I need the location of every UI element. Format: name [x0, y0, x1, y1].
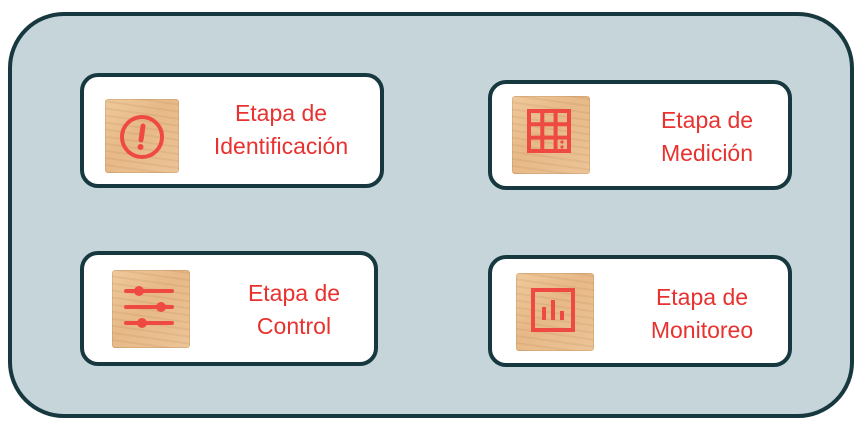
stage-label-line1: Etapa de [247, 280, 341, 306]
alert-circle-icon [120, 115, 164, 159]
stage-label-line2: Control [256, 313, 332, 339]
stage-label-line2: Medición [660, 140, 754, 166]
stage-card-control[interactable]: Etapa de Control [80, 251, 378, 366]
stage-card-identificacion[interactable]: Etapa de Identificación [80, 73, 384, 188]
stage-label-line1: Etapa de [660, 107, 754, 133]
stage-label-line2: Identificación [213, 133, 349, 159]
stage-label-line1: Etapa de [234, 100, 328, 126]
stage-label-line1: Etapa de [655, 284, 749, 310]
stage-label: Etapa de Medición [637, 104, 777, 170]
stage-label: Etapa de Control [224, 277, 364, 343]
wood-tile [512, 96, 590, 174]
sliders-icon [124, 286, 174, 328]
wood-tile [516, 273, 594, 351]
wood-tile [105, 99, 179, 173]
wood-tile [112, 270, 190, 348]
stage-label: Etapa de Identificación [196, 97, 366, 163]
stage-label: Etapa de Monitoreo [632, 281, 772, 347]
stage-label-line2: Monitoreo [650, 317, 754, 343]
grid-table-icon [527, 109, 571, 153]
stage-card-monitoreo[interactable]: Etapa de Monitoreo [488, 255, 792, 367]
bar-chart-icon [531, 288, 575, 332]
stage-card-medicion[interactable]: Etapa de Medición [488, 80, 792, 190]
